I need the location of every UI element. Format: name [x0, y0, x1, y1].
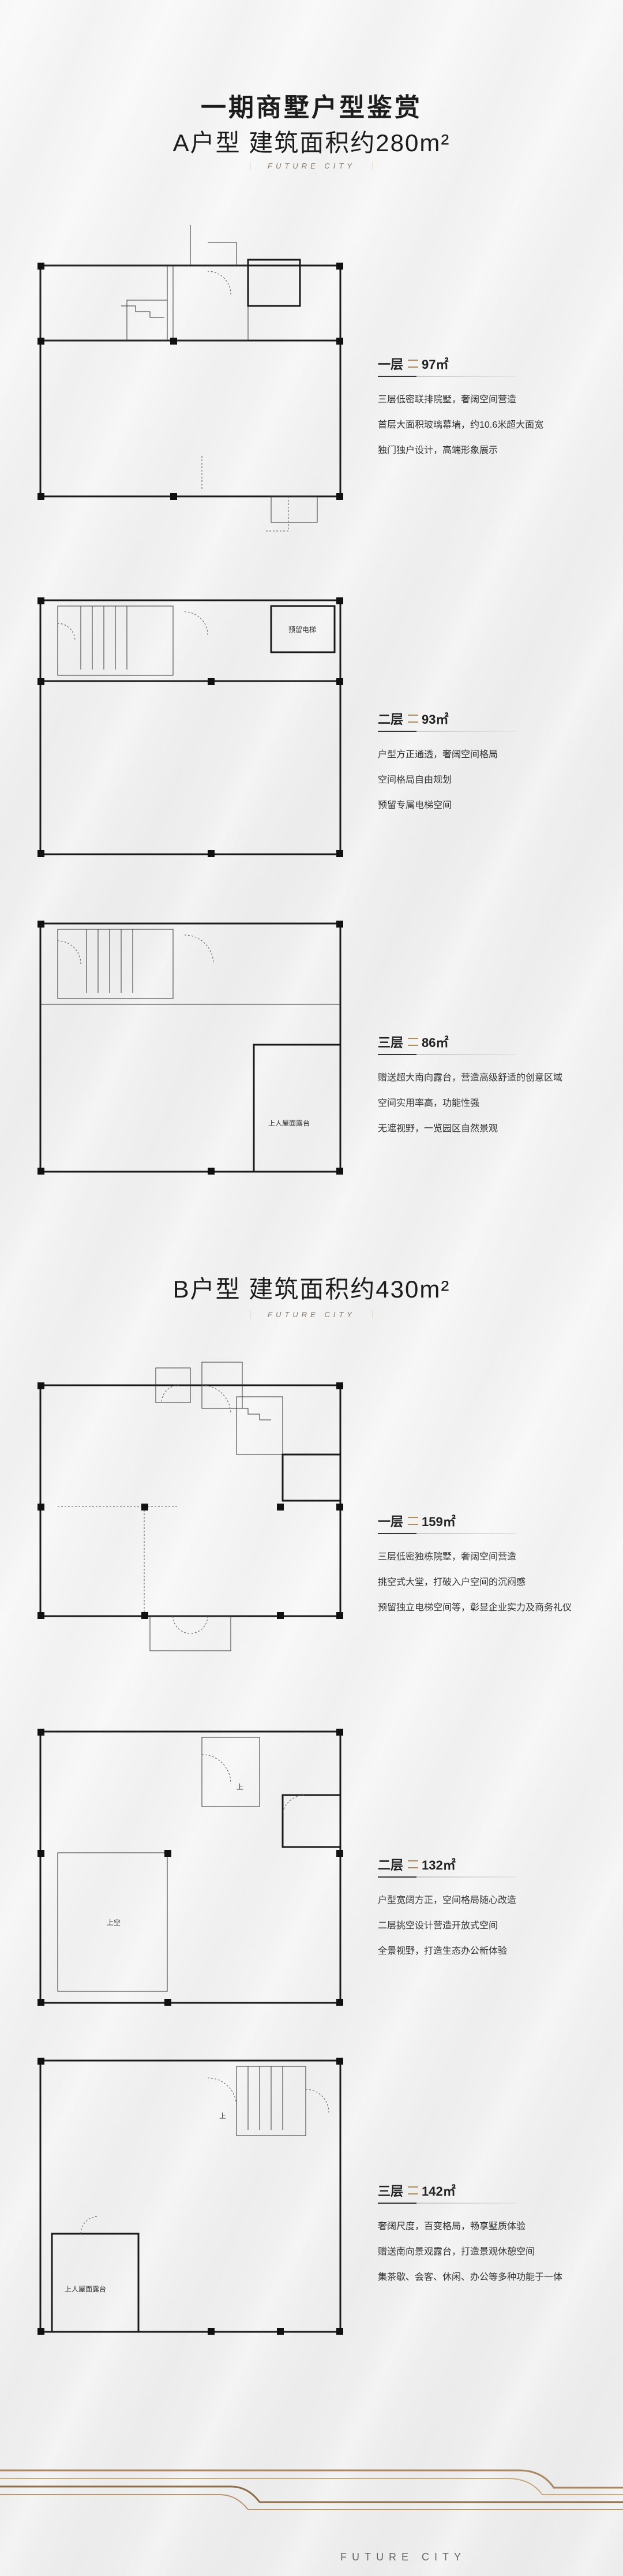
desc-line: 户型方正通透，奢阔空间格局 — [378, 750, 498, 760]
b-floor2-plan: 上 上空 — [35, 1726, 358, 2014]
desc-line: 空间实用率高，功能性强 — [378, 1098, 480, 1108]
floor-area: 132㎡ — [422, 1858, 456, 1872]
desc-line: 赠送超大南向露台，营造高级舒适的创意区域 — [378, 1073, 563, 1083]
divider — [378, 731, 516, 732]
footer-brand: FUTURE CITY — [340, 2551, 466, 2563]
desc-line: 预留专属电梯空间 — [378, 801, 452, 810]
area-icon — [408, 715, 419, 723]
a-floor2-info: 二层 93㎡ 户型方正通透，奢阔空间格局 空间格局自由规划 预留专属电梯空间 — [378, 710, 516, 818]
plan-label-up: 上 — [237, 1783, 243, 1791]
area-icon — [408, 2186, 419, 2194]
a-floor3-info: 三层 86㎡ 赠送超大南向露台，营造高级舒适的创意区域 空间实用率高，功能性强 无… — [378, 1033, 562, 1142]
plan-label-void: 上空 — [107, 1919, 121, 1927]
desc-line: 二层挑空设计营造开放式空间 — [378, 1921, 498, 1931]
desc-line: 空间格局自由规划 — [378, 775, 452, 785]
divider — [378, 376, 516, 377]
area-icon — [408, 1860, 419, 1868]
floor-area: 142㎡ — [422, 2184, 456, 2199]
floor-area: 159㎡ — [422, 1515, 456, 1529]
footer-decor-lines — [0, 2469, 623, 2510]
b-floor1-head: 一层 159㎡ — [378, 1512, 572, 1530]
desc-line: 三层低密独栋院墅，奢阔空间营造 — [378, 1552, 517, 1562]
b-tagline: FUTURE CITY — [0, 1310, 623, 1319]
divider — [378, 1054, 516, 1055]
floor-label: 二层 — [378, 1858, 404, 1872]
desc-line: 奢阔尺度，百变格局，畅享墅质体验 — [378, 2222, 526, 2231]
desc-line: 三层低密联排院墅，奢阔空间营造 — [378, 395, 517, 405]
desc-line: 户型宽阔方正，空间格局随心改造 — [378, 1895, 517, 1905]
a-floor1-head: 一层 97㎡ — [378, 355, 543, 372]
b-floor3-head: 三层 142㎡ — [378, 2182, 562, 2199]
floor-area: 86㎡ — [422, 1035, 449, 1050]
divider — [378, 1533, 516, 1534]
b-floor2-info: 二层 132㎡ 户型宽阔方正，空间格局随心改造 二层挑空设计营造开放式空间 全景视… — [378, 1856, 516, 1964]
desc-line: 独门独户设计，高端形象展示 — [378, 446, 498, 455]
plan-label: 预留电梯 — [288, 626, 316, 634]
desc-line: 挑空式大堂，打破入户空间的沉闷感 — [378, 1577, 526, 1587]
floor-label: 一层 — [378, 357, 404, 372]
desc-line: 首层大面积玻璃幕墙，约10.6米超大面宽 — [378, 420, 544, 430]
a-floor2-plan: 预留电梯 — [35, 595, 358, 860]
b-floor3-plan: 上 上人屋面露台 — [35, 2055, 358, 2338]
area-icon — [408, 360, 419, 368]
floor-area: 93㎡ — [422, 712, 449, 727]
b-type-title: B户型 建筑面积约430m² — [172, 1276, 451, 1303]
floor-label: 三层 — [378, 1035, 404, 1050]
a-floor1-plan — [35, 208, 358, 543]
desc-line: 预留独立电梯空间等，彰显企业实力及商务礼仪 — [378, 1603, 572, 1613]
divider — [378, 1876, 516, 1878]
desc-line: 全景视野，打造生态办公新体验 — [378, 1946, 508, 1956]
a-floor1-info: 一层 97㎡ 三层低密联排院墅，奢阔空间营造 首层大面积玻璃幕墙，约10.6米超大… — [378, 355, 543, 463]
a-tagline: FUTURE CITY — [0, 162, 623, 170]
floor-area: 97㎡ — [422, 357, 449, 372]
b-floor1-plan — [35, 1351, 358, 1662]
a-floor3-head: 三层 86㎡ — [378, 1033, 562, 1050]
desc-line: 赠送南向景观露台，打造景观休憩空间 — [378, 2247, 535, 2257]
a-type-title: A户型 建筑面积约280m² — [172, 129, 451, 156]
page-title: 一期商墅户型鉴赏 — [201, 94, 422, 122]
floor-label: 三层 — [378, 2184, 404, 2199]
floor-label: 一层 — [378, 1515, 404, 1529]
desc-line: 集茶歇、会客、休闲、办公等多种功能于一体 — [378, 2272, 563, 2282]
area-icon — [408, 1517, 419, 1525]
plan-label: 上人屋面露台 — [268, 1119, 310, 1127]
divider — [378, 2203, 516, 2204]
plan-label: 上人屋面露台 — [65, 2285, 106, 2293]
a-floor3-plan: 上人屋面露台 — [35, 918, 358, 1177]
area-icon — [408, 1038, 419, 1046]
b-floor3-info: 三层 142㎡ 奢阔尺度，百变格局，畅享墅质体验 赠送南向景观露台，打造景观休憩空… — [378, 2182, 562, 2290]
a-floor2-head: 二层 93㎡ — [378, 710, 516, 727]
floor-label: 二层 — [378, 712, 404, 727]
plan-label-up: 上 — [219, 2112, 226, 2120]
desc-line: 无遮视野，一览园区自然景观 — [378, 1124, 498, 1134]
b-floor2-head: 二层 132㎡ — [378, 1856, 516, 1873]
